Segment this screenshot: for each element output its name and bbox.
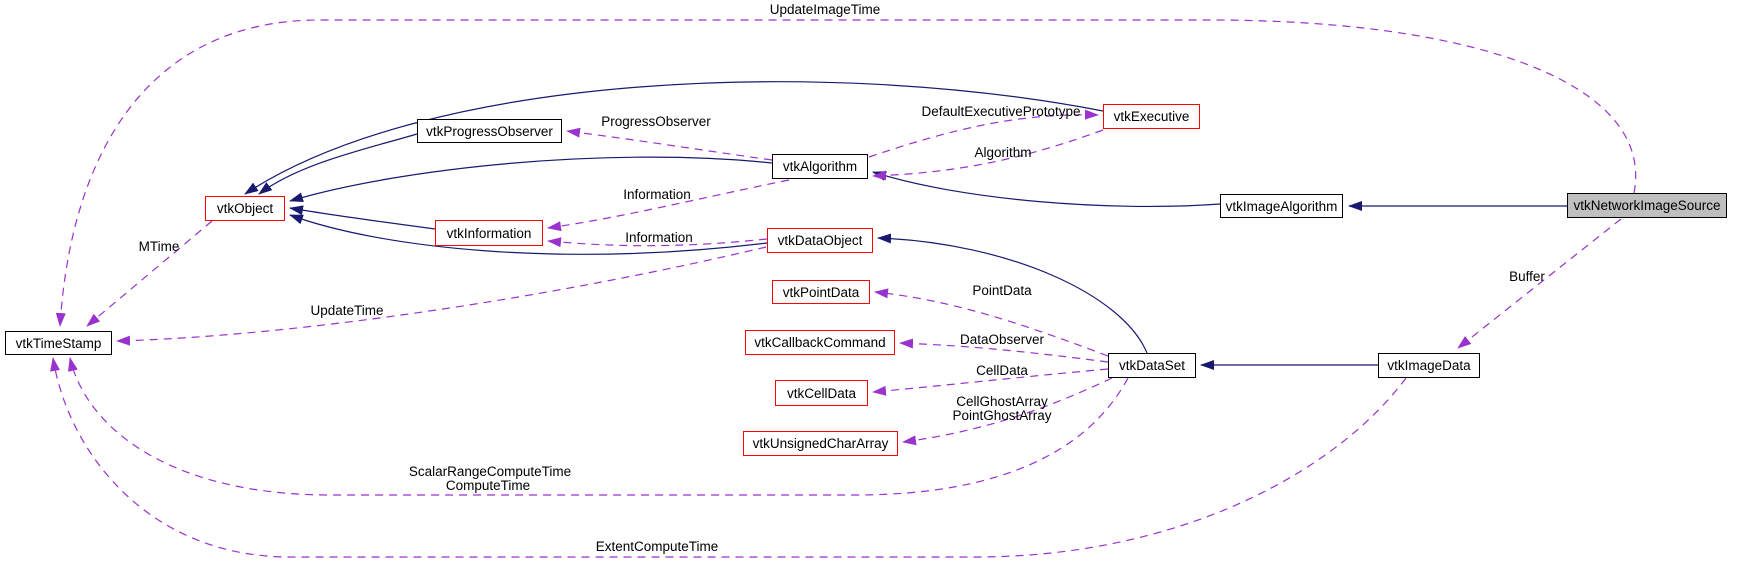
node-vtkImageData[interactable]: vtkImageData xyxy=(1378,353,1480,378)
edge-inherit-executive-object xyxy=(244,81,1104,195)
edge-label-update-image-time: UpdateImageTime xyxy=(769,2,881,17)
node-vtkExecutive[interactable]: vtkExecutive xyxy=(1103,104,1200,129)
edge-inherit-dataset-dataobject xyxy=(877,233,1148,354)
edge-use-updatetime xyxy=(116,246,767,346)
edge-label-mtime: MTime xyxy=(138,239,180,254)
node-vtkDataObject[interactable]: vtkDataObject xyxy=(767,228,873,253)
edge-use-dataobserver xyxy=(899,338,1109,363)
edge-use-updateimagetime xyxy=(55,19,1637,327)
node-vtkImageAlgorithm[interactable]: vtkImageAlgorithm xyxy=(1220,194,1343,218)
edge-use-defaultexecutiveprototype xyxy=(868,109,1099,158)
edge-label-update-time: UpdateTime xyxy=(310,303,384,318)
node-vtkProgressObserver[interactable]: vtkProgressObserver xyxy=(417,119,562,143)
node-vtkCellData[interactable]: vtkCellData xyxy=(775,380,868,406)
edge-label-cell-data: CellData xyxy=(976,363,1028,378)
edge-use-mtime xyxy=(86,220,213,327)
edge-label-information-dataobject: Information xyxy=(625,230,693,245)
edge-label-buffer: Buffer xyxy=(1509,269,1545,284)
node-vtkTimeStamp[interactable]: vtkTimeStamp xyxy=(5,331,112,355)
edge-use-progressobserver xyxy=(566,127,773,161)
edge-inherit-information-object xyxy=(289,205,436,230)
node-vtkInformation[interactable]: vtkInformation xyxy=(435,220,543,246)
edge-inherit-algorithm-object xyxy=(289,156,773,203)
edge-label-algorithm: Algorithm xyxy=(974,145,1032,160)
edge-label-point-data: PointData xyxy=(972,283,1032,298)
node-vtkAlgorithm[interactable]: vtkAlgorithm xyxy=(772,154,868,179)
edge-use-ghostarrays xyxy=(902,377,1113,446)
edge-use-buffer xyxy=(1457,218,1622,349)
edge-label-point-ghost-array: PointGhostArray xyxy=(952,408,1052,423)
edge-use-extentcomputetime xyxy=(50,357,1407,558)
edge-use-celldata xyxy=(872,368,1109,396)
edge-label-cell-ghost-array: CellGhostArray xyxy=(956,394,1048,409)
edge-use-algorithm xyxy=(872,129,1104,181)
node-vtkUnsignedCharArray[interactable]: vtkUnsignedCharArray xyxy=(743,431,898,456)
edge-inherit-dataobject-object xyxy=(289,214,768,255)
edge-label-extent-compute-time: ExtentComputeTime xyxy=(595,539,719,554)
node-vtkNetworkImageSource: vtkNetworkImageSource xyxy=(1567,193,1727,218)
node-vtkCallbackCommand[interactable]: vtkCallbackCommand xyxy=(745,330,895,355)
edge-label-progress-observer: ProgressObserver xyxy=(601,114,711,129)
edge-label-compute-time: ComputeTime xyxy=(445,478,531,493)
edge-label-information-algorithm: Information xyxy=(623,187,691,202)
edge-use-pointdata xyxy=(874,288,1109,357)
node-vtkPointData[interactable]: vtkPointData xyxy=(772,280,870,304)
edge-use-scalarrangecomputetime xyxy=(68,357,1129,496)
edge-inherit-progressobserver-object xyxy=(258,133,418,195)
edge-label-data-observer: DataObserver xyxy=(959,332,1045,347)
edge-label-scalar-range-compute-time: ScalarRangeComputeTime xyxy=(408,464,572,479)
edge-use-information-algorithm xyxy=(547,179,790,232)
node-vtkDataSet[interactable]: vtkDataSet xyxy=(1108,353,1196,378)
edge-inherit-imagealgorithm-algorithm xyxy=(872,171,1221,208)
node-vtkObject[interactable]: vtkObject xyxy=(205,196,285,221)
edge-label-default-executive-prototype: DefaultExecutivePrototype xyxy=(921,104,1081,119)
